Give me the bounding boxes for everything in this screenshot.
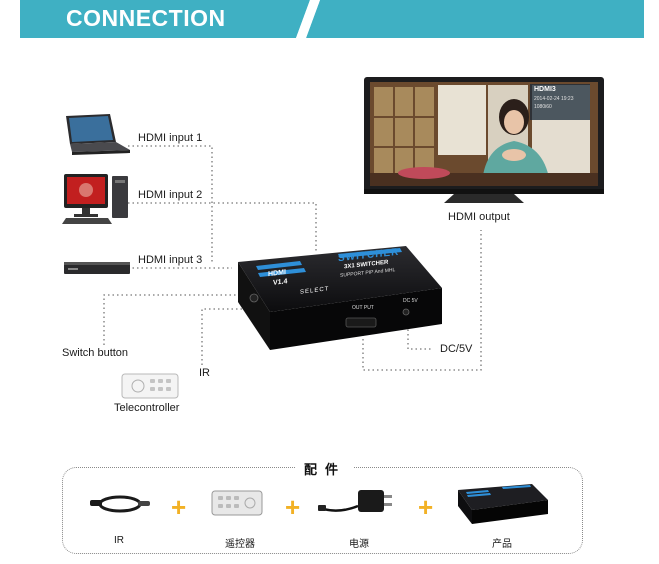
accessories-title: 配件: [296, 459, 355, 478]
tv-overlay-line1: 2014-02-24 19:23: [534, 96, 574, 102]
hdmi-output-label: HDMI output: [448, 211, 510, 223]
tv-icon: [364, 77, 604, 203]
plus-icon: +: [418, 492, 434, 522]
plus-icon: +: [285, 492, 301, 522]
remote-control-icon: [121, 373, 179, 399]
hdmi-switcher-device: [238, 246, 442, 350]
hdmi-input-2-label: HDMI input 2: [138, 189, 203, 201]
ir-label: IR: [199, 367, 210, 379]
ir-cable-icon: [90, 495, 150, 513]
product-mini-icon: [458, 484, 548, 524]
header-banner: [20, 0, 644, 38]
page-title: CONNECTION: [66, 5, 226, 31]
tv-overlay-line2: 1080i60: [534, 104, 552, 110]
accessory-remote-label: 遥控器: [225, 539, 255, 550]
accessory-power-label: 电源: [349, 539, 369, 550]
device-port-dc-label: DC 5V: [403, 298, 418, 304]
set-top-box-icon: [64, 262, 130, 274]
accessory-ir-label: IR: [114, 535, 124, 546]
hdmi-input-3-label: HDMI input 3: [138, 254, 203, 266]
telecontroller-label: Telecontroller: [114, 402, 180, 414]
hdmi-input-1-label: HDMI input 1: [138, 132, 203, 144]
plus-icon: +: [171, 492, 187, 522]
switch-button-label: Switch button: [62, 347, 129, 359]
accessory-product-label: 产品: [492, 539, 512, 550]
dc-5v-label: DC/5V: [440, 343, 473, 355]
laptop-icon: [66, 114, 130, 155]
power-adapter-icon: [318, 490, 392, 512]
device-port-out-label: OUT PUT: [352, 305, 374, 311]
remote-accessory-icon: [211, 490, 263, 516]
desktop-computer-icon: [62, 174, 128, 224]
tv-overlay-channel: HDMI3: [534, 86, 556, 93]
